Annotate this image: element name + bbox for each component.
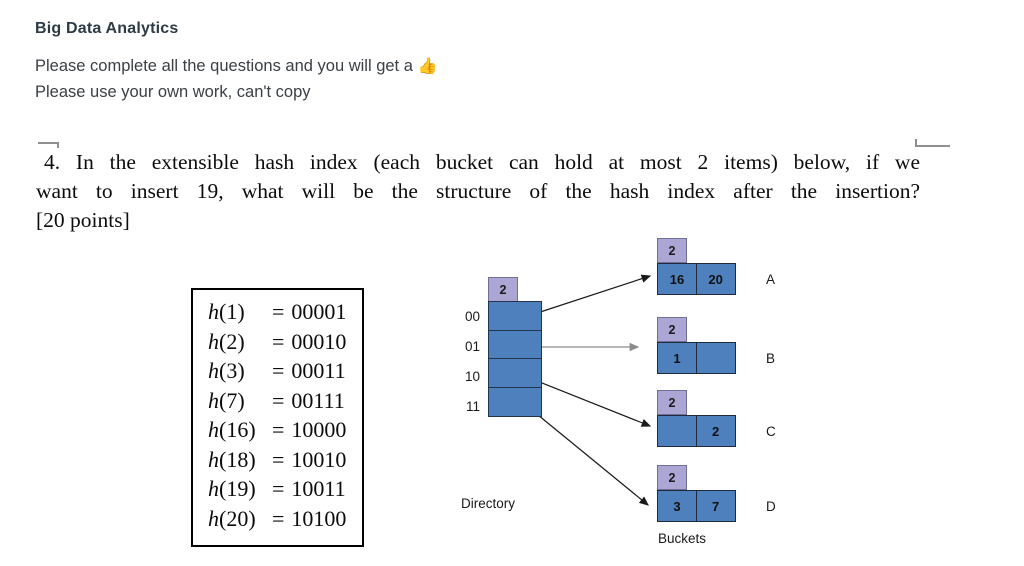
hash-arg: (3) (219, 358, 245, 383)
directory-column (488, 300, 542, 418)
bucket-c-slot-2: 2 (695, 415, 736, 447)
bucket-c-label: C (766, 424, 776, 439)
hash-arg: (19) (219, 476, 256, 501)
hash-row: h(2) =00010 (208, 327, 362, 357)
bucket-b-slot-2 (695, 342, 736, 374)
hash-value: 00011 (291, 358, 346, 383)
crop-mark-right (915, 139, 950, 147)
question-line-1: 4. In the extensible hash index (each bu… (44, 150, 920, 174)
bucket-d-slot-1: 3 (657, 490, 697, 522)
bucket-c-slot-1 (657, 415, 697, 447)
bucket-b: 1 (657, 342, 736, 374)
hash-index-diagram: 2 00 01 10 11 Directory 2 16 20 A 2 1 B … (440, 225, 830, 560)
hash-value: 10100 (291, 505, 347, 531)
page-title: Big Data Analytics (35, 20, 179, 37)
hash-row: h(20) =10100 (208, 504, 362, 534)
hash-value: 10011 (291, 476, 346, 501)
bucket-a-slot-1: 16 (657, 263, 697, 295)
hash-row: h(1) =00001 (208, 297, 362, 327)
hash-value: 00010 (291, 328, 347, 354)
question-line-2: want to insert 19, what will be the stru… (36, 179, 920, 203)
hash-arg: (16) (219, 417, 256, 442)
directory-cell-10 (488, 358, 542, 389)
question-points: [20 points] (36, 208, 130, 232)
hash-arg: (1) (219, 299, 245, 324)
bucket-a-local-depth: 2 (657, 238, 687, 263)
directory-global-depth: 2 (488, 277, 518, 302)
bucket-a: 16 20 (657, 263, 736, 295)
hash-arg: (2) (219, 328, 245, 354)
bucket-b-label: B (766, 351, 776, 366)
hash-value: 10010 (291, 446, 347, 472)
hash-arg: (18) (219, 446, 256, 472)
directory-cell-01 (488, 329, 542, 360)
intro-line-2: Please use your own work, can't copy (35, 83, 311, 101)
bucket-c-local-depth: 2 (657, 390, 687, 415)
bucket-d-local-depth: 2 (657, 465, 687, 490)
bucket-b-local-depth: 2 (657, 317, 687, 342)
equals-sign: = (272, 387, 285, 413)
hash-arg: (7) (219, 387, 245, 413)
directory-entry-label-01: 01 (464, 339, 480, 354)
bucket-c: 2 (657, 415, 736, 447)
question-text: 4. In the extensible hash index (each bu… (36, 148, 920, 235)
directory-caption: Directory (461, 496, 516, 511)
hash-symbol: h (208, 358, 219, 383)
bucket-a-slot-2: 20 (695, 263, 736, 295)
hash-symbol: h (208, 328, 219, 354)
arrow-10-to-bucket-c (526, 376, 652, 427)
bucket-b-slot-1: 1 (657, 342, 697, 374)
hash-value: 10000 (291, 417, 347, 442)
bucket-a-label: A (766, 272, 776, 287)
buckets-caption: Buckets (658, 531, 707, 546)
hash-row: h(3) =00011 (208, 356, 362, 386)
crop-mark-left (38, 142, 59, 148)
arrow-11-to-bucket-d (526, 405, 649, 506)
directory-cell-00 (488, 300, 542, 331)
equals-sign: = (272, 328, 285, 354)
hash-row: h(19) =10011 (208, 474, 362, 504)
hash-row: h(7) =00111 (208, 386, 362, 416)
bucket-d-label: D (766, 499, 776, 514)
hash-value: 00001 (291, 299, 347, 324)
directory-entry-label-10: 10 (464, 369, 480, 384)
hash-value: 00111 (291, 387, 345, 413)
directory-entry-label-11: 11 (465, 399, 480, 414)
equals-sign: = (272, 476, 285, 501)
hash-row: h(16) =10000 (208, 415, 362, 445)
bucket-d: 3 7 (657, 490, 736, 522)
hash-symbol: h (208, 476, 219, 501)
equals-sign: = (272, 299, 285, 324)
hash-symbol: h (208, 387, 219, 413)
equals-sign: = (272, 417, 285, 442)
equals-sign: = (272, 358, 285, 383)
hash-row: h(18) =10010 (208, 445, 362, 475)
intro-line-1-text: Please complete all the questions and yo… (35, 57, 418, 75)
equals-sign: = (272, 446, 285, 472)
directory-entry-label-00: 00 (464, 309, 480, 324)
hash-symbol: h (208, 299, 219, 324)
intro-line-1: Please complete all the questions and yo… (35, 56, 437, 76)
hash-symbol: h (208, 446, 219, 472)
thumbs-up-emoji: 👍 (417, 58, 438, 75)
equals-sign: = (272, 505, 285, 531)
hash-symbol: h (208, 505, 219, 531)
directory-cell-11 (488, 387, 542, 418)
directory-to-bucket-arrows (526, 274, 652, 506)
hash-arg: (20) (219, 505, 256, 531)
bucket-d-slot-2: 7 (695, 490, 736, 522)
hash-function-table: h(1)=00001 h(2)=00010 h(3)=00011 h(7)=00… (191, 288, 364, 547)
hash-symbol: h (208, 417, 219, 442)
arrow-00-to-bucket-a (527, 274, 652, 317)
